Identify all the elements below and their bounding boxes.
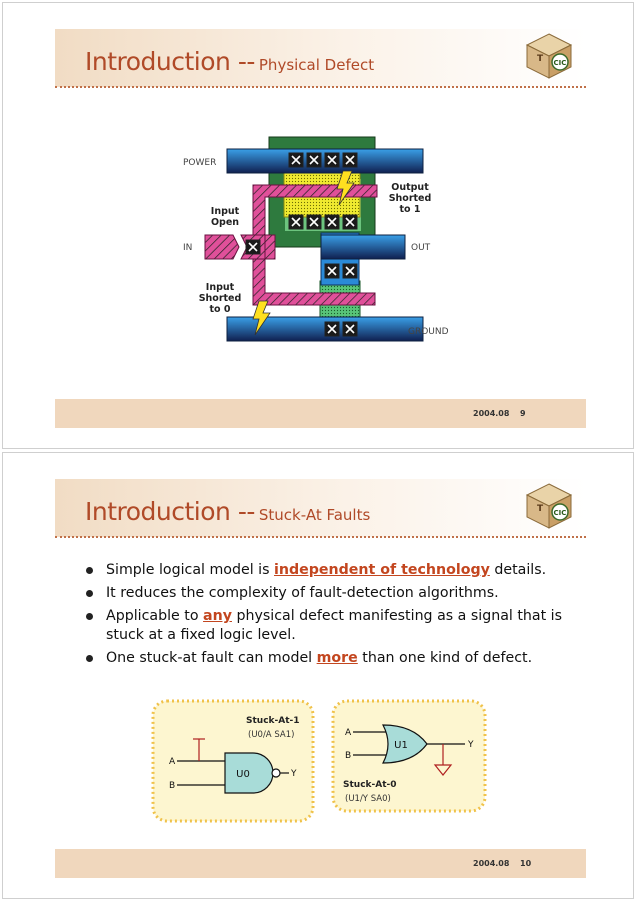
page-number: 10 [520, 859, 532, 868]
highlight-text: any [203, 608, 232, 624]
page-number: 9 [520, 409, 526, 418]
title-sub: Stuck-At Faults [258, 506, 371, 524]
bullet-item: Applicable to any physical defect manife… [83, 607, 583, 645]
bullet-text: It reduces the complexity of fault-detec… [106, 585, 499, 601]
bullet-text: Simple logical model is [106, 562, 274, 578]
stuck-at-0-label: Stuck-At-0 [343, 780, 397, 790]
out-label: OUT [411, 243, 431, 253]
bullet-text: One stuck-at fault can model [106, 650, 317, 666]
input-open-line2: Open [211, 217, 239, 228]
cic-logo-icon: CIC T [525, 33, 573, 79]
stuck-at-1-label: Stuck-At-1 [246, 716, 300, 726]
logo-text: CIC [554, 509, 567, 517]
logo-text: CIC [554, 59, 567, 67]
bullet-item: It reduces the complexity of fault-detec… [83, 584, 583, 603]
input-a-label: A [345, 728, 352, 738]
svg-text:T: T [537, 54, 544, 64]
bullet-dot-icon [86, 655, 93, 662]
bullet-item: One stuck-at fault can model more than o… [83, 649, 583, 668]
slide-title: Introduction --Stuck-At Faults [85, 497, 370, 526]
output-shorted-line3: to 1 [400, 204, 421, 215]
slide-stuck-at-faults: Introduction --Stuck-At Faults CIC T Sim… [2, 452, 634, 899]
footer-date: 2004.08 [473, 409, 510, 418]
title-main: Introduction -- [85, 497, 255, 526]
gate-u1-label: U1 [394, 740, 408, 751]
highlight-text: more [316, 650, 358, 666]
stuck-at-1-sub: (U0/A SA1) [248, 730, 294, 740]
bullet-item: Simple logical model is independent of t… [83, 561, 583, 580]
input-open-line1: Input [211, 206, 240, 217]
stuck-at-0-sub: (U1/Y SA0) [345, 794, 391, 804]
bullet-list: Simple logical model is independent of t… [83, 561, 583, 672]
slide-title: Introduction --Physical Defect [85, 47, 374, 76]
slide-header-band [55, 479, 586, 537]
bullet-text: Applicable to [106, 608, 204, 624]
header-divider [55, 536, 586, 538]
bullet-dot-icon [86, 590, 93, 597]
svg-text:T: T [537, 504, 544, 514]
nand-gate-u0 [177, 738, 289, 794]
title-main: Introduction -- [85, 47, 255, 76]
bullet-text: than one kind of defect. [357, 650, 533, 666]
lightning-bolt-icon [336, 170, 355, 206]
bullet-text: details. [489, 562, 547, 578]
slide-header-band [55, 29, 586, 87]
ground-label: GROUND [408, 327, 449, 337]
output-y-label: Y [467, 740, 474, 750]
output-y-label: Y [290, 769, 297, 779]
or-gate-u1 [353, 724, 465, 776]
lightning-bolt-icon [252, 300, 271, 336]
gate-u0-label: U0 [236, 769, 250, 780]
input-shorted-line3: to 0 [210, 304, 231, 315]
physical-defect-diagram: POWER IN OUT GROUND Input Open Output Sh… [183, 136, 449, 342]
output-shorted-line2: Shorted [389, 193, 432, 204]
bullet-text: physical defect manifesting as a signal … [106, 608, 563, 643]
input-b-label: B [169, 781, 175, 791]
input-b-label: B [345, 751, 351, 761]
bullet-dot-icon [86, 567, 93, 574]
stuck-at-diagram: U0 A B Y Stuck-At-1 (U0/A SA1) U1 A B Y … [151, 699, 487, 823]
bullet-dot-icon [86, 613, 93, 620]
input-shorted-line1: Input [206, 282, 235, 293]
slide-footer: 2004.08 9 [55, 399, 586, 428]
input-shorted-line2: Shorted [199, 293, 242, 304]
input-a-label: A [169, 757, 176, 767]
power-label: POWER [183, 158, 216, 168]
header-divider [55, 86, 586, 88]
slide-footer: 2004.08 10 [55, 849, 586, 878]
output-shorted-line1: Output [391, 182, 429, 193]
in-label: IN [183, 243, 192, 253]
title-sub: Physical Defect [258, 56, 375, 74]
highlight-text: independent of technology [274, 562, 490, 578]
footer-date: 2004.08 [473, 859, 510, 868]
slide-physical-defect: Introduction --Physical Defect CIC T [2, 2, 634, 449]
cic-logo-icon: CIC T [525, 483, 573, 529]
